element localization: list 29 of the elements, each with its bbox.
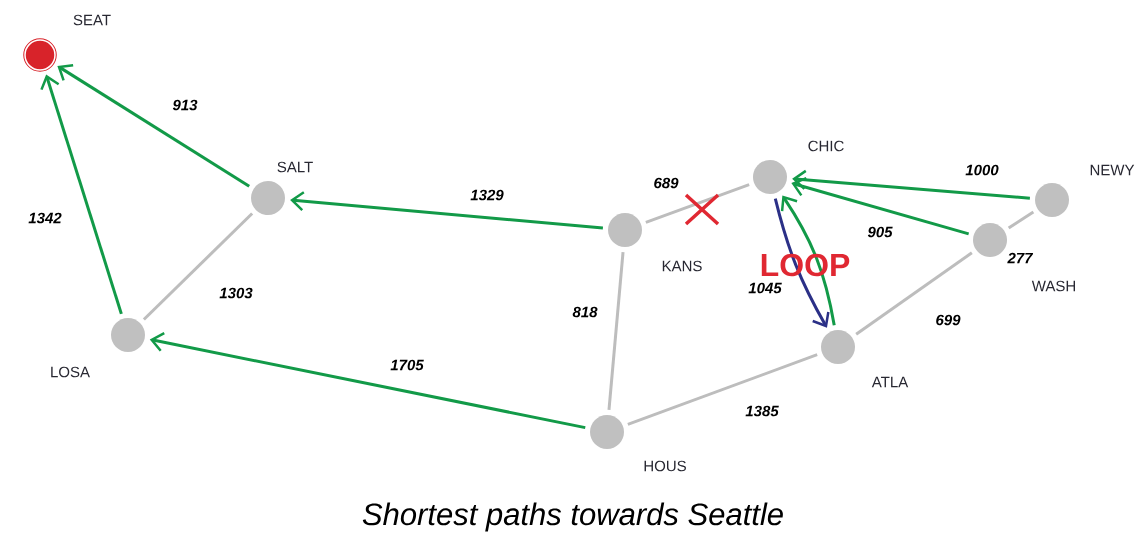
edge-label: 1705	[389, 358, 425, 372]
arrow	[40, 74, 123, 315]
arrow	[149, 332, 586, 430]
edge-label: 699	[934, 313, 962, 327]
edge-label: 1329	[469, 188, 505, 202]
edge-label: 277	[1006, 251, 1034, 265]
arrow	[792, 169, 1030, 200]
city-name: ATLA	[871, 376, 909, 388]
edge-label: 818	[571, 305, 599, 319]
edge-label: 905	[866, 225, 894, 239]
city-name: NEWY	[1090, 164, 1135, 176]
city-name: KANS	[662, 260, 702, 272]
edge-label: 689	[652, 176, 680, 190]
city-name: CHIC	[808, 140, 844, 152]
city-name: SEAT	[73, 14, 111, 26]
edge-label: 1045	[747, 281, 783, 295]
city-name: WASH	[1031, 280, 1075, 292]
edge-label: 1000	[964, 163, 1000, 177]
edge-label: 1303	[218, 286, 254, 300]
edge-label: 913	[171, 98, 199, 112]
arrow	[57, 63, 250, 188]
city-name: LOSA	[51, 366, 90, 378]
edge-label: 1342	[27, 211, 63, 225]
caption: Shortest paths towards Seattle	[362, 502, 783, 532]
edge-label: 1385	[744, 404, 780, 418]
arrow	[290, 191, 604, 230]
city-name: HOUS	[644, 460, 686, 472]
city-name: SALT	[277, 161, 313, 173]
arrow	[791, 176, 970, 236]
